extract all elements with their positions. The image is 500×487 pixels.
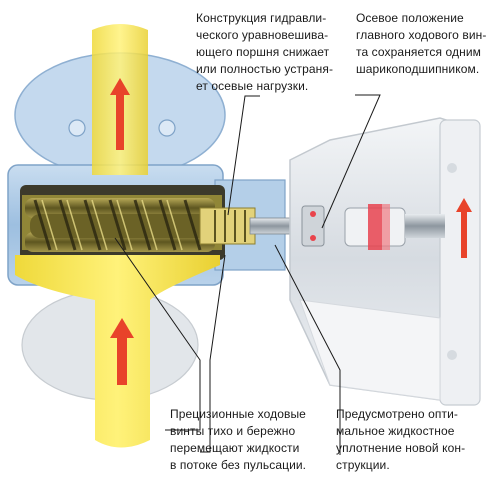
callout-line: или полностью устраня-: [196, 62, 334, 76]
leader-precision-screws: [200, 254, 226, 453]
callout-hydraulic-piston: Конструкция гидравли- ческого уравновеши…: [196, 10, 333, 95]
callout-line: в потоке без пульсации.: [170, 458, 307, 472]
callout-line: уплотнение новой кон-: [336, 441, 466, 455]
callout-line: шарикоподшипником.: [356, 62, 480, 76]
flow-arrows: [110, 78, 472, 385]
motor-rotation-arrow: [456, 198, 472, 258]
leader-lines: [200, 94, 381, 455]
callout-line: Прецизионные ходовые: [170, 407, 306, 421]
callout-line: винты тихо и бережно: [170, 424, 296, 438]
callout-precision-screws: Прецизионные ходовые винты тихо и бережн…: [170, 406, 306, 474]
outlet-arrow: [110, 78, 130, 150]
screw-rotors: [25, 198, 225, 252]
callout-line: струкции.: [336, 458, 390, 472]
leader-optimal-seal: [274, 244, 341, 455]
callout-optimal-seal: Предусмотрено опти- мальное жидкостное у…: [336, 406, 465, 474]
callout-line: мальное жидкостное: [336, 424, 455, 438]
callout-line: ческого уравновешива-: [196, 28, 329, 42]
leader-axial-bearing: [321, 94, 381, 229]
callout-line: ющего поршня снижает: [196, 45, 330, 59]
bearing-housing: [289, 117, 481, 406]
callout-line: перемещают жидкости: [170, 441, 300, 455]
balance-piston: [199, 207, 256, 245]
inlet-arrow: [110, 318, 134, 385]
leader-hydraulic-piston: [227, 95, 260, 216]
callout-line: ет осевые нагрузки.: [196, 79, 309, 93]
callout-line: главного ходового вин-: [356, 28, 487, 42]
callout-line: та сохраняется одним: [356, 45, 481, 59]
leader-screw-tip: [114, 237, 201, 431]
callout-line: Осевое положение: [356, 11, 464, 25]
callout-line: Конструкция гидравли-: [196, 11, 327, 25]
callout-line: Предусмотрено опти-: [336, 407, 458, 421]
callout-axial-bearing: Осевое положение главного ходового вин- …: [356, 10, 486, 78]
